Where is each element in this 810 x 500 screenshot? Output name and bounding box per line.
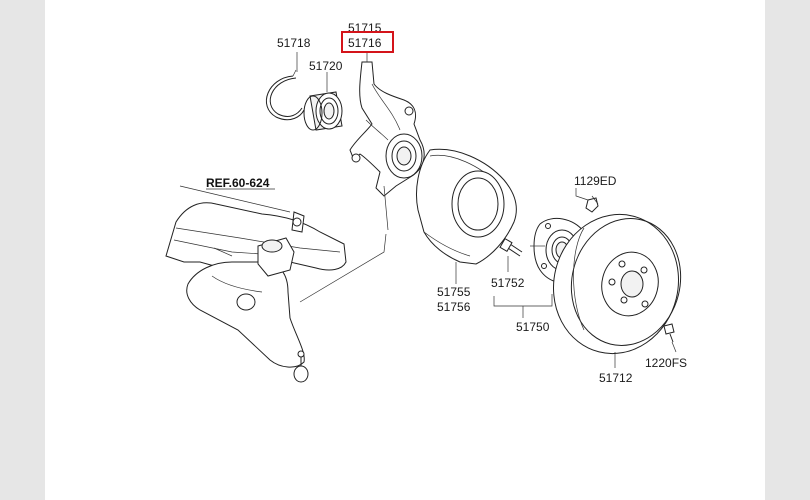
label-1220fs[interactable]: 1220FS — [645, 356, 687, 370]
bracket-hub-assy — [493, 294, 553, 307]
dust-cover-part[interactable] — [416, 148, 517, 265]
label-ref-60-624[interactable]: REF.60-624 — [206, 176, 270, 190]
label-51750[interactable]: 51750 — [516, 320, 550, 334]
brake-disc-part[interactable] — [539, 201, 694, 367]
label-51752[interactable]: 51752 — [491, 276, 525, 290]
hub-bolt-part[interactable] — [499, 237, 523, 257]
label-51716[interactable]: 51716 — [348, 36, 382, 50]
label-51756[interactable]: 51756 — [437, 300, 471, 314]
disc-screw-part[interactable] — [663, 323, 675, 343]
leader-ref — [179, 185, 291, 213]
leader-nut — [575, 188, 589, 201]
wheel-bearing-part[interactable] — [303, 91, 343, 131]
label-51720[interactable]: 51720 — [309, 59, 343, 73]
label-51712[interactable]: 51712 — [599, 371, 633, 385]
label-51718[interactable]: 51718 — [277, 36, 311, 50]
snap-ring-part[interactable] — [265, 69, 305, 121]
label-51755[interactable]: 51755 — [437, 285, 471, 299]
leader-knuckle-to-arm — [299, 233, 387, 303]
steering-knuckle-part[interactable] — [349, 61, 425, 231]
subframe-lower-arm-part[interactable] — [165, 202, 347, 383]
highlight-box — [341, 31, 394, 53]
lock-nut-part[interactable] — [585, 195, 599, 213]
label-1129ed[interactable]: 1129ED — [574, 174, 617, 188]
leader-screw — [671, 341, 677, 353]
